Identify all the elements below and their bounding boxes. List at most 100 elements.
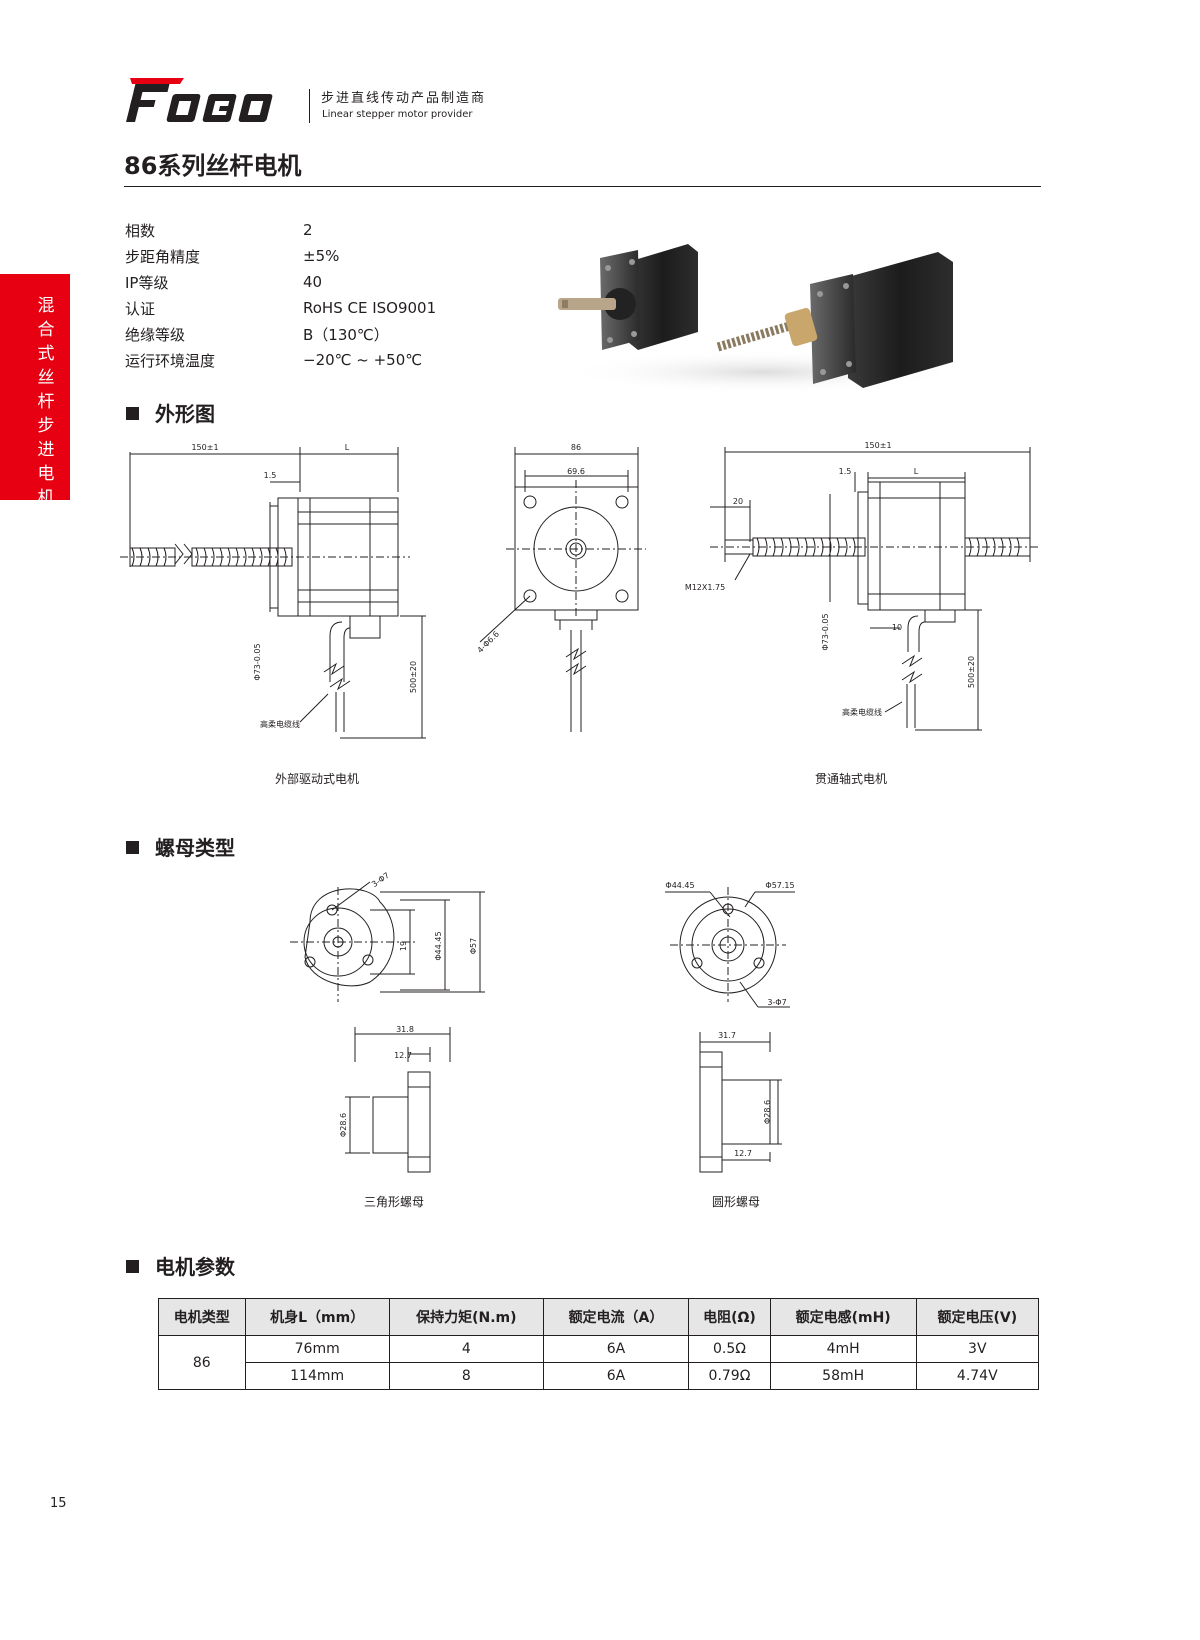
dim-label: L	[914, 467, 919, 476]
table-cell: 4.74V	[915, 1362, 1040, 1390]
spec-list: 相数 2 步距角精度±5% IP等级 40 认证 RoHS CE ISO9001 绝缘…	[125, 217, 505, 373]
spec-value: B（130℃）	[303, 325, 389, 344]
table-cell: 8	[388, 1362, 544, 1390]
section-nut-heading: 螺母类型	[126, 832, 235, 861]
spec-label: 绝缘等级	[125, 325, 186, 344]
brand-tagline-en: Linear stepper motor provider	[322, 109, 473, 120]
dim-label: Φ73-0.05	[821, 613, 830, 650]
dim-label: Φ44.45	[434, 931, 443, 960]
dim-label: 12.7	[734, 1149, 752, 1158]
triangle-nut-side	[345, 1027, 451, 1173]
table-header: 电阻(Ω)	[688, 1298, 771, 1336]
spec-row: 认证 RoHS CE ISO9001	[125, 295, 505, 321]
side-tab-label: 混合式丝杆步进电机	[37, 296, 55, 508]
spec-label: IP等级	[125, 273, 169, 292]
table-header: 额定电压(V)	[915, 1298, 1040, 1336]
caption-through-motor: 贯通轴式电机	[815, 772, 888, 786]
page-number: 15	[50, 1496, 67, 1511]
table-cell: 58mH	[769, 1362, 917, 1390]
outline-drawings: 150±1 L 1.5 Φ73-0.05 500±20 高柔电缆线 86 69.…	[120, 441, 1040, 739]
motor-photo-right	[716, 252, 953, 388]
table-row: 114mm 8 6A 0.79Ω 58mH 4.74V	[159, 1362, 1040, 1390]
dim-label: Φ44.45	[665, 881, 694, 890]
spec-value: 40	[303, 273, 323, 291]
table-cell: 3V	[915, 1335, 1040, 1363]
dim-label: 150±1	[191, 443, 218, 452]
dim-label: 31.7	[718, 1031, 736, 1040]
spec-value: RoHS CE ISO9001	[303, 299, 437, 317]
round-nut-front	[665, 887, 795, 1008]
spec-row: 运行环境温度 −20℃ ~ +50℃	[125, 347, 505, 373]
triangle-nut-front	[290, 881, 485, 1002]
table-cell: 6A	[542, 1335, 690, 1363]
dim-label: 31.8	[396, 1025, 414, 1034]
table-header: 机身L（mm）	[244, 1298, 390, 1336]
section-outline-heading: 外形图	[126, 398, 215, 427]
dim-label: 10	[892, 623, 902, 632]
dim-label: 69.6	[567, 467, 585, 476]
dim-label: Φ57.15	[765, 881, 794, 890]
table-header: 额定电感(mH)	[769, 1298, 917, 1336]
caption-triangle-nut: 三角形螺母	[364, 1195, 425, 1209]
caption-external-motor: 外部驱动式电机	[275, 772, 360, 786]
table-header: 电机类型	[158, 1298, 246, 1336]
title-divider	[124, 186, 1041, 187]
dim-label: 高柔电缆线	[260, 719, 300, 729]
dim-label: 3-Φ7	[370, 871, 391, 889]
section-bullet	[126, 407, 139, 420]
dim-label: M12X1.75	[685, 583, 725, 592]
table-cell: 114mm	[244, 1362, 390, 1390]
dim-label: 1.5	[839, 467, 852, 476]
table-cell: 4mH	[769, 1335, 917, 1363]
spec-row: IP等级 40	[125, 269, 505, 295]
table-cell: 4	[388, 1335, 544, 1363]
section-params-heading: 电机参数	[126, 1251, 235, 1280]
dim-label: L	[345, 443, 350, 452]
dim-label: 500±20	[967, 656, 976, 688]
spec-label: 认证	[125, 299, 156, 318]
round-nut-side	[699, 1032, 782, 1173]
dim-label: 20	[733, 497, 743, 506]
brand-tagline-cn: 步进直线传动产品制造商	[321, 91, 487, 106]
params-table: 电机类型 机身L（mm） 保持力矩(N.m) 额定电流（A） 电阻(Ω) 额定电…	[158, 1298, 1040, 1390]
table-cell: 76mm	[244, 1335, 390, 1363]
nut-drawings: 3-Φ7 19 Φ44.45 Φ57 31.8 12.7 Φ28.6 Φ44.4…	[290, 871, 795, 1173]
dim-label: 12.7	[394, 1051, 412, 1060]
dim-label: 高柔电缆线	[842, 707, 882, 717]
spec-value: 2	[303, 221, 313, 239]
table-header: 额定电流（A）	[542, 1298, 690, 1336]
dim-label: Φ28.6	[339, 1113, 348, 1137]
through-motor-drawing	[710, 447, 1040, 731]
front-view-drawing	[479, 447, 646, 732]
dim-label: Φ73-0.05	[253, 643, 262, 680]
spec-row: 相数 2	[125, 217, 505, 243]
spec-row: 步距角精度±5%	[125, 243, 505, 269]
side-tab	[0, 274, 70, 500]
brand-separator	[309, 89, 310, 123]
spec-row: 绝缘等级 B（130℃）	[125, 321, 505, 347]
external-motor-drawing	[120, 447, 426, 739]
dim-label: 86	[571, 443, 581, 452]
table-header: 保持力矩(N.m)	[388, 1298, 544, 1336]
spec-label: 运行环境温度	[125, 351, 216, 370]
table-cell: 0.79Ω	[688, 1362, 771, 1390]
table-row: 86 76mm 4 6A 0.5Ω 4mH 3V	[158, 1335, 1040, 1390]
caption-round-nut: 圆形螺母	[712, 1195, 761, 1209]
table-cell: 6A	[542, 1362, 690, 1390]
spec-value: −20℃ ~ +50℃	[303, 351, 423, 369]
dim-label: 4-Φ6.6	[476, 630, 501, 655]
section-bullet	[126, 841, 139, 854]
dim-label: 500±20	[409, 661, 418, 693]
brand-logo	[126, 78, 273, 122]
table-header-row: 电机类型 机身L（mm） 保持力矩(N.m) 额定电流（A） 电阻(Ω) 额定电…	[158, 1298, 1040, 1336]
section-bullet	[126, 1260, 139, 1273]
dim-label: 19	[399, 941, 408, 951]
dim-label: Φ57	[469, 938, 478, 954]
product-photo	[558, 244, 963, 394]
table-cell-motor-type: 86	[158, 1335, 246, 1390]
dim-label: 3-Φ7	[767, 998, 786, 1007]
table-cell: 0.5Ω	[688, 1335, 771, 1363]
spec-label: 相数	[125, 221, 156, 240]
motor-photo-left	[558, 244, 698, 350]
page-title: 86系列丝杆电机	[124, 152, 302, 180]
